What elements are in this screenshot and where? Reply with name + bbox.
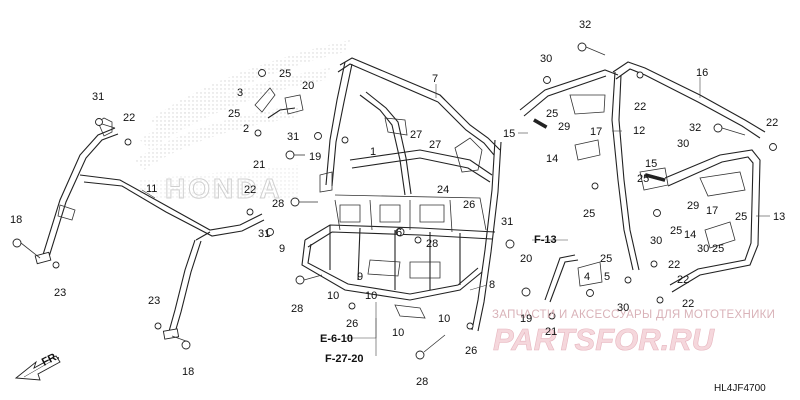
callout-31: 31 [501, 216, 513, 228]
callout-26: 26 [346, 318, 358, 330]
callout-7: 7 [432, 73, 438, 85]
ref-f-27-20[interactable]: F-27-20 [325, 353, 364, 365]
callout-8: 8 [489, 279, 495, 291]
callout-30: 30 [650, 235, 662, 247]
callout-15: 15 [645, 158, 657, 170]
hardware-parts [254, 87, 736, 303]
ref-f-13[interactable]: F-13 [534, 234, 557, 246]
watermark-logo: PARTSFOR.RU [493, 322, 716, 357]
callout-24: 24 [437, 184, 449, 196]
callout-21: 21 [253, 159, 265, 171]
callout-4: 4 [584, 271, 590, 283]
callout-30: 30 [697, 243, 709, 255]
callout-5: 5 [604, 271, 610, 283]
callout-16: 16 [696, 67, 708, 79]
callout-27: 27 [429, 139, 441, 151]
callout-12: 12 [633, 125, 645, 137]
callout-18: 18 [182, 366, 194, 378]
callout-32: 32 [579, 19, 591, 31]
callout-30: 30 [677, 138, 689, 150]
callout-25: 25 [637, 173, 649, 185]
honda-brand-watermark: HONDA [165, 173, 283, 204]
rear-frame-right [569, 94, 761, 293]
callout-25: 25 [228, 108, 240, 120]
ref-e-6-10[interactable]: E-6-10 [320, 333, 353, 345]
front-arrow [14, 355, 61, 381]
callout-14: 14 [546, 153, 558, 165]
callout-10: 10 [392, 327, 404, 339]
honda-wing-watermark: HONDA [135, 40, 350, 205]
callout-30: 30 [540, 53, 552, 65]
callout-25: 25 [546, 108, 558, 120]
callout-22: 22 [668, 259, 680, 271]
callout-29: 29 [558, 121, 570, 133]
callout-25: 25 [600, 253, 612, 265]
callout-9: 9 [357, 271, 363, 283]
callout-19: 19 [309, 151, 321, 163]
callout-21: 21 [545, 326, 557, 338]
callout-27: 27 [410, 129, 422, 141]
callout-14: 14 [684, 229, 696, 241]
callout-1: 1 [370, 146, 376, 158]
callout-23: 23 [54, 287, 66, 299]
lower-frame [301, 194, 496, 319]
right-roll-bar [519, 61, 766, 271]
callout-25: 25 [583, 208, 595, 220]
callout-18: 18 [10, 214, 22, 226]
callout-25: 25 [712, 243, 724, 255]
callout-20: 20 [520, 253, 532, 265]
callout-23: 23 [148, 295, 160, 307]
callout-17: 17 [590, 126, 602, 138]
callout-28: 28 [272, 198, 284, 210]
callout-22: 22 [634, 101, 646, 113]
callout-22: 22 [682, 298, 694, 310]
callout-9: 9 [279, 243, 285, 255]
callout-15: 15 [503, 128, 515, 140]
callout-6: 6 [396, 227, 402, 239]
callout-labels: 32 30 16 7 25 20 3 25 2 31 22 21 19 31 1… [10, 19, 785, 388]
callout-3: 3 [237, 87, 243, 99]
leader-lines [141, 77, 770, 356]
callout-26: 26 [463, 199, 475, 211]
callout-29: 29 [687, 200, 699, 212]
callout-17: 17 [706, 205, 718, 217]
callout-2: 2 [243, 123, 249, 135]
callout-10: 10 [327, 290, 339, 302]
diagram-code: HL4JF4700 [714, 383, 766, 394]
callout-30: 30 [617, 302, 629, 314]
callout-13: 13 [773, 211, 785, 223]
front-indicator-label: FR. [40, 350, 61, 369]
callout-32: 32 [689, 122, 701, 134]
bolts [12, 42, 777, 360]
callout-22: 22 [244, 184, 256, 196]
callout-28: 28 [416, 376, 428, 388]
callout-10: 10 [438, 313, 450, 325]
callout-25: 25 [670, 225, 682, 237]
callout-31: 31 [287, 131, 299, 143]
callout-11: 11 [146, 183, 157, 195]
callout-31: 31 [258, 228, 270, 240]
callout-31: 31 [92, 91, 104, 103]
callout-25: 25 [279, 68, 291, 80]
watermark-caption: ЗАПЧАСТИ И АКСЕССУАРЫ ДЛЯ МОТОТЕХНИКИ [492, 309, 775, 321]
callout-22: 22 [677, 274, 689, 286]
callout-19: 19 [520, 313, 532, 325]
callout-10: 10 [365, 290, 377, 302]
callout-22: 22 [123, 112, 135, 124]
callout-28: 28 [426, 238, 438, 250]
callout-22: 22 [766, 117, 778, 129]
callout-26: 26 [465, 345, 477, 357]
callout-28: 28 [291, 303, 303, 315]
callout-25: 25 [735, 211, 747, 223]
main-roll-cage [319, 57, 502, 332]
callout-20: 20 [302, 80, 314, 92]
